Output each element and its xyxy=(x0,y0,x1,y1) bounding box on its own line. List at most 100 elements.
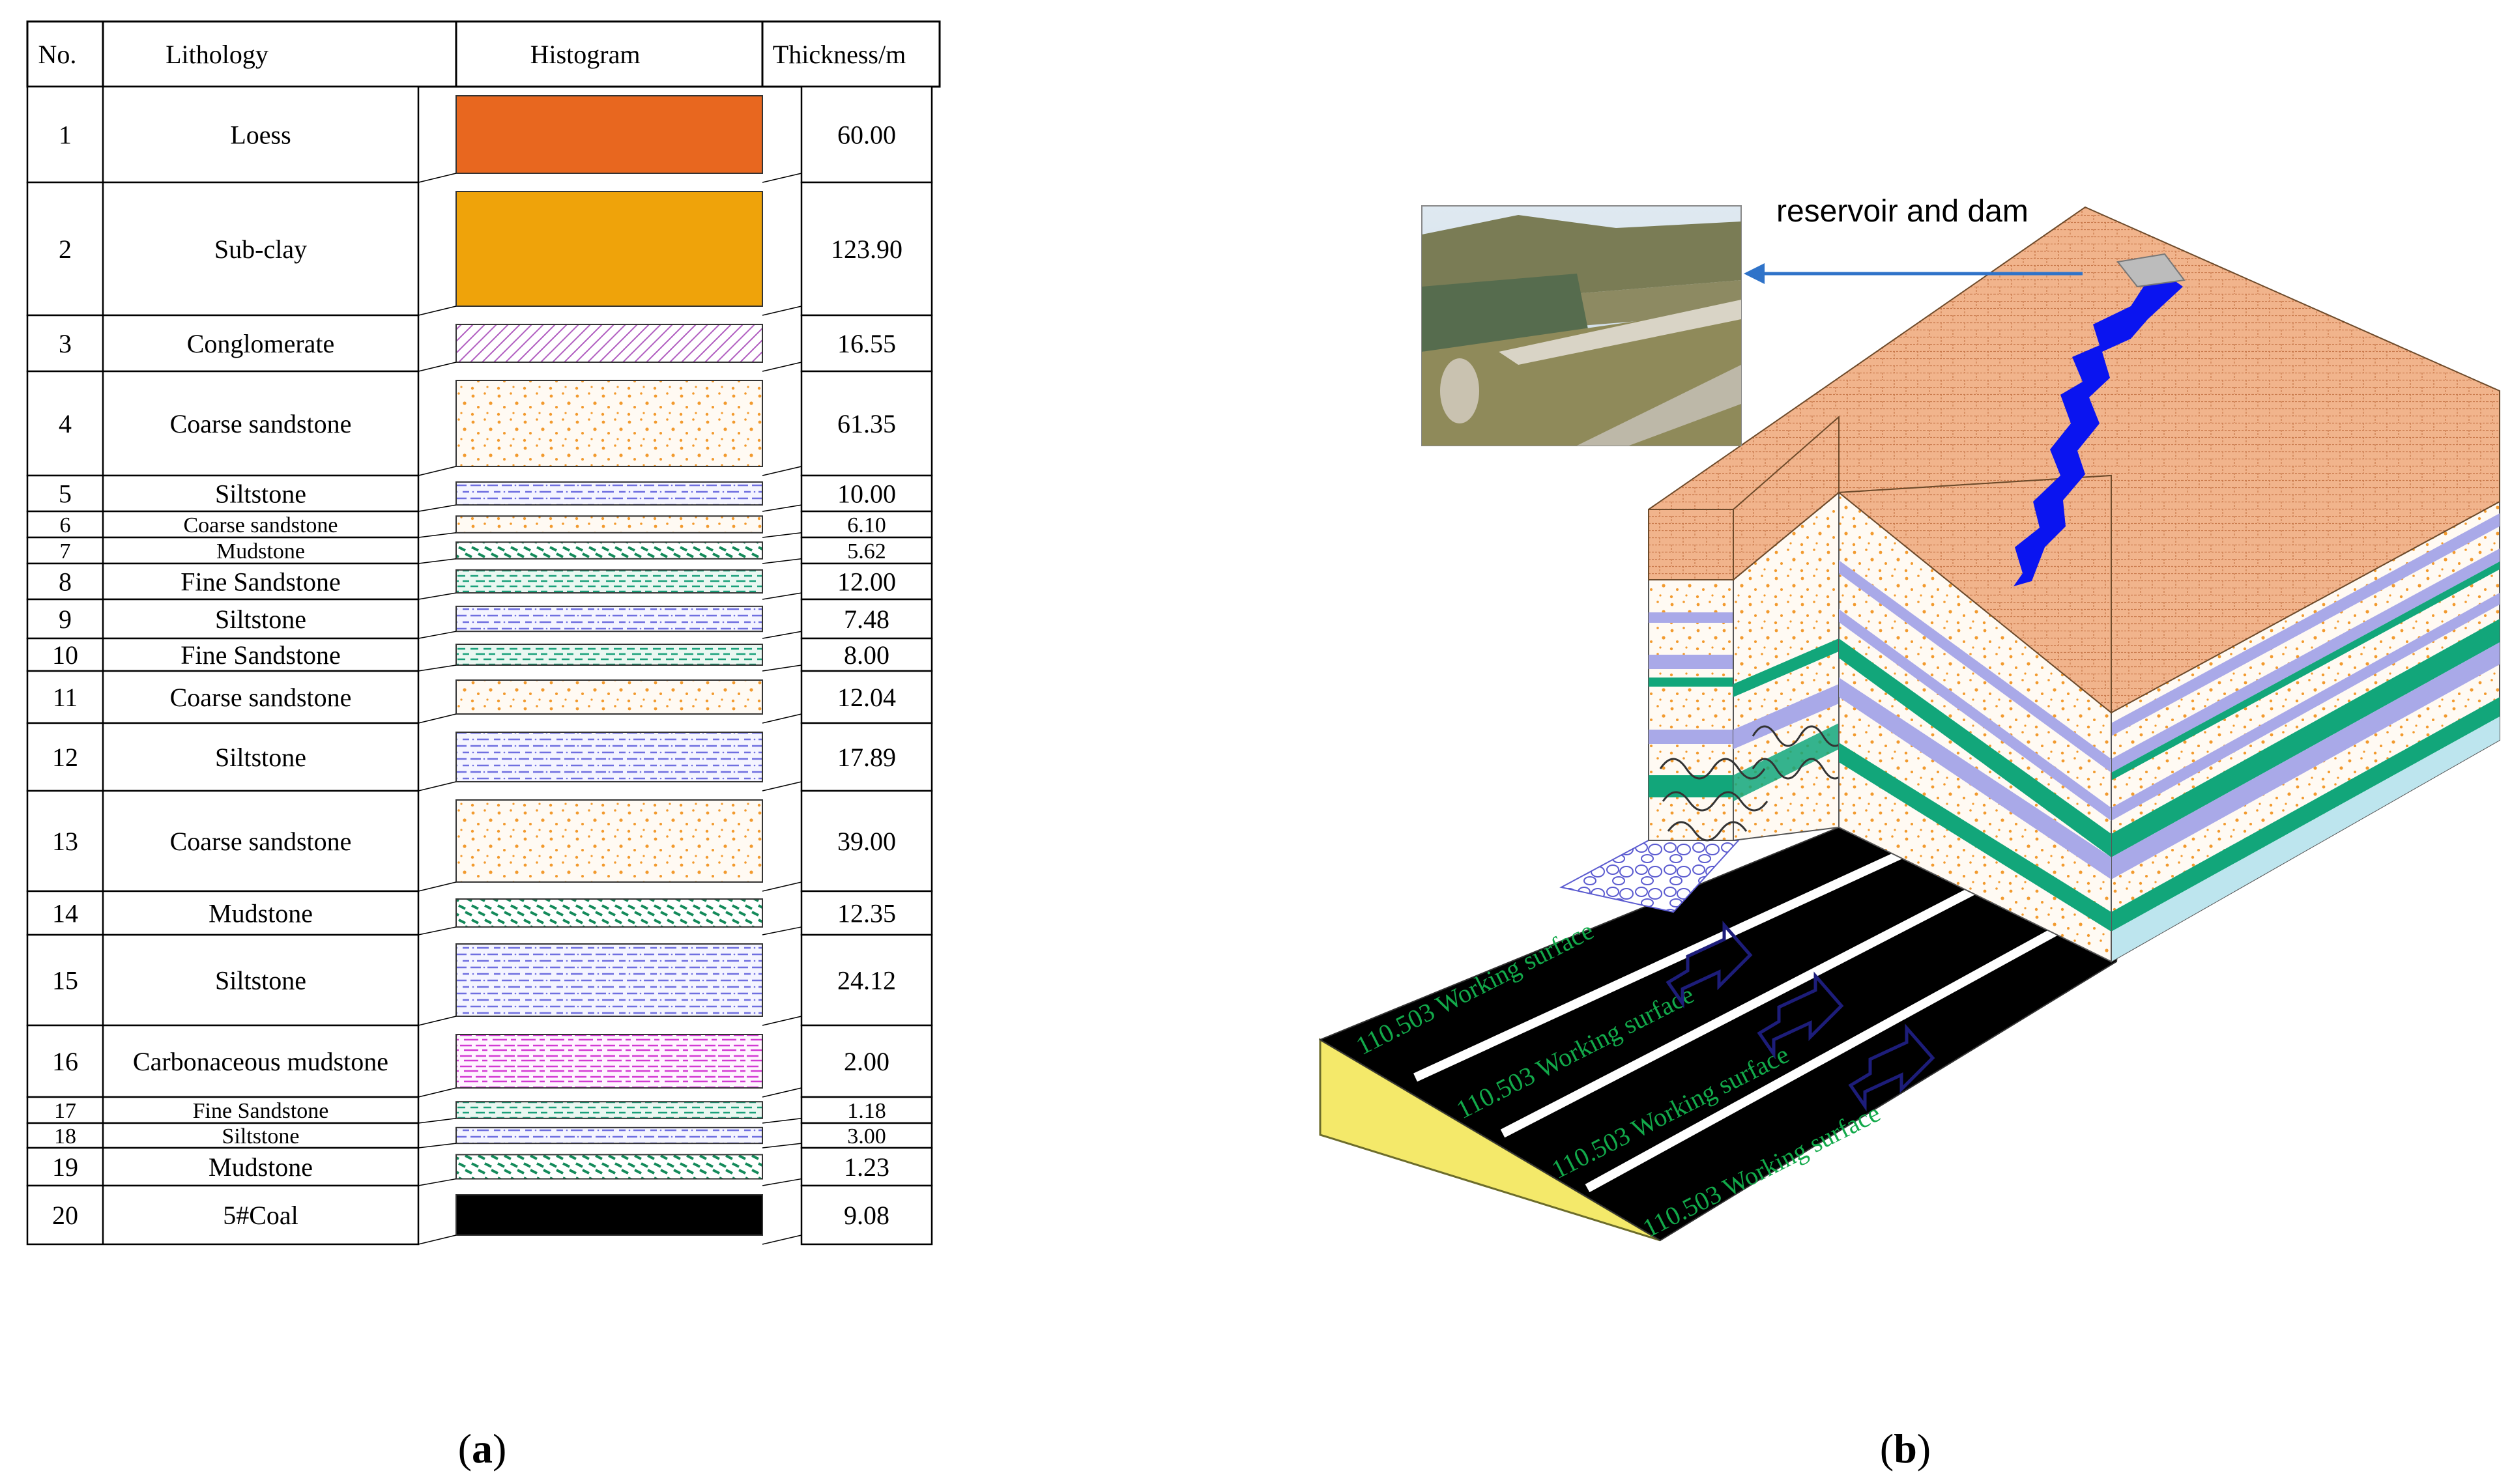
row-number: 20 xyxy=(52,1201,78,1230)
row-left-cell xyxy=(26,637,420,672)
row-connector xyxy=(418,713,457,724)
histogram-bar xyxy=(455,95,763,174)
histogram-bar xyxy=(455,541,763,560)
caption-a: (a) xyxy=(458,1425,507,1472)
working-face-dividers xyxy=(1413,836,2096,1193)
dam xyxy=(2116,253,2186,288)
row-thickness: 123.90 xyxy=(831,235,902,264)
row-connector xyxy=(762,306,802,316)
row-connector xyxy=(418,781,457,792)
row-connector xyxy=(418,664,457,672)
advance-arrow-icon-1 xyxy=(1666,920,1753,1009)
caption-b: (b) xyxy=(1880,1425,1931,1472)
row-left-cell xyxy=(26,670,420,724)
row-left-cell xyxy=(26,1184,420,1246)
row-connector xyxy=(418,1118,457,1124)
row-lithology: Sub-clay xyxy=(214,235,307,264)
column-header: No. Lithology Histogram Thickness/m xyxy=(26,20,941,88)
row-thickness-cell xyxy=(800,722,933,792)
row-connector xyxy=(418,881,457,892)
row-left-cell xyxy=(26,181,420,317)
row-thickness-cell xyxy=(800,637,933,672)
histogram-bar xyxy=(455,799,763,883)
reservoir-photo xyxy=(1421,205,1742,446)
row-connector xyxy=(762,664,802,672)
row-thickness: 10.00 xyxy=(837,479,896,509)
row-connector xyxy=(418,466,457,476)
row-connector xyxy=(762,713,802,724)
stratigraphic-column: No. Lithology Histogram Thickness/m 1 Loe… xyxy=(26,20,941,1472)
callout-arrow xyxy=(1744,263,2083,284)
row-connector xyxy=(762,173,802,183)
row-thickness-cell xyxy=(800,181,933,317)
notch-strata-front xyxy=(1648,579,1734,841)
row-lithology: Siltstone xyxy=(222,1124,299,1149)
row-thickness: 1.18 xyxy=(847,1099,886,1123)
row-lithology: Siltstone xyxy=(215,966,306,995)
histogram-bar xyxy=(455,324,763,363)
histogram-bar xyxy=(455,569,763,594)
row-connector xyxy=(418,1087,457,1098)
row-connector xyxy=(418,1143,457,1149)
row-number: 16 xyxy=(52,1047,78,1076)
row-left-cell xyxy=(26,1147,420,1187)
row-lithology: Conglomerate xyxy=(187,329,335,358)
histogram-bar xyxy=(455,1034,763,1089)
row-lithology: Carbonaceous mudstone xyxy=(133,1047,388,1076)
block-diagram: reservoir and dam 110.503 Working surfac… xyxy=(1318,194,2500,1472)
row-lithology: Coarse sandstone xyxy=(170,409,352,438)
row-connector xyxy=(762,592,802,600)
row-left-cell xyxy=(26,934,420,1027)
row-left-cell xyxy=(26,1096,420,1124)
row-number: 15 xyxy=(52,966,78,995)
row-thickness: 9.08 xyxy=(844,1201,889,1230)
row-connector xyxy=(418,306,457,316)
row-left-cell xyxy=(26,370,420,477)
row-thickness: 12.04 xyxy=(837,683,896,712)
histogram-bar xyxy=(455,732,763,782)
row-lithology: Mudstone xyxy=(216,539,305,564)
row-connector xyxy=(418,926,457,935)
row-lithology: Siltstone xyxy=(215,605,306,634)
row-thickness: 5.62 xyxy=(847,539,886,564)
row-lithology: Fine Sandstone xyxy=(180,640,341,670)
histogram-bar xyxy=(455,1101,763,1119)
row-connector xyxy=(762,1016,802,1026)
row-number: 5 xyxy=(59,479,72,509)
reservoir-river xyxy=(2014,272,2183,586)
row-thickness: 16.55 xyxy=(837,329,896,358)
row-connector xyxy=(762,926,802,935)
row-thickness-cell xyxy=(800,562,933,601)
row-number: 8 xyxy=(59,567,72,597)
histogram-bar xyxy=(455,191,763,307)
row-thickness-cell xyxy=(800,670,933,724)
histogram-bar xyxy=(455,679,763,715)
row-thickness-cell xyxy=(800,790,933,892)
row-connector xyxy=(418,592,457,600)
row-connector xyxy=(762,466,802,476)
row-number: 1 xyxy=(59,121,72,150)
row-lithology: Loess xyxy=(230,121,291,150)
row-lithology: Coarse sandstone xyxy=(183,513,338,537)
row-connector xyxy=(418,362,457,372)
row-left-cell xyxy=(26,890,420,936)
row-connector xyxy=(418,1016,457,1026)
row-connector xyxy=(762,1234,802,1245)
row-thickness: 17.89 xyxy=(837,743,896,772)
row-lithology: Fine Sandstone xyxy=(193,1099,329,1123)
row-number: 13 xyxy=(52,827,78,856)
row-lithology: Coarse sandstone xyxy=(170,683,352,712)
histogram-bar xyxy=(455,605,763,633)
row-left-cell xyxy=(26,562,420,601)
row-connector xyxy=(762,558,802,564)
